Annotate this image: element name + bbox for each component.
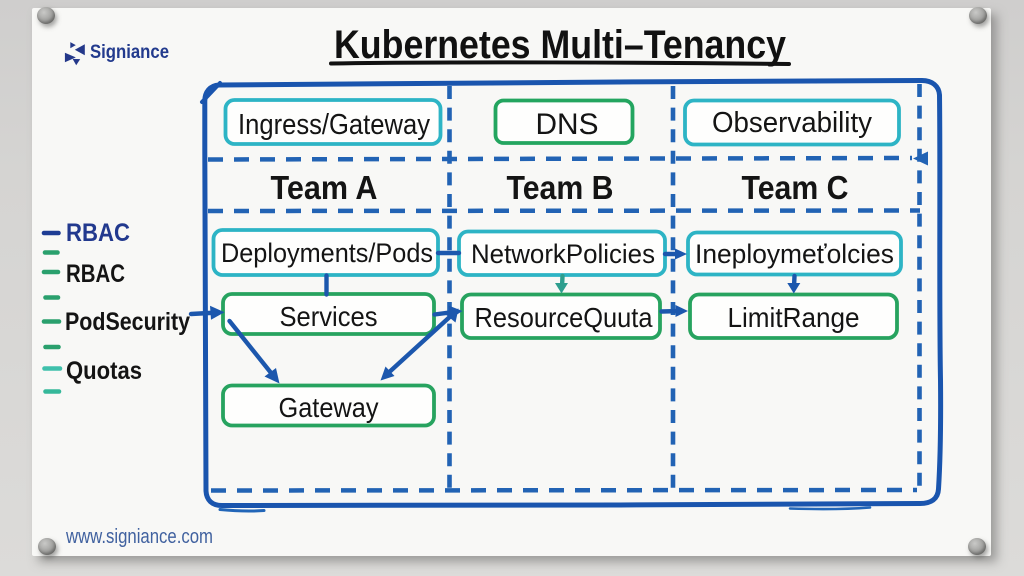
svg-text:Observability: Observability <box>712 107 872 139</box>
svg-text:NetworkPolicies: NetworkPolicies <box>471 239 655 269</box>
svg-text:Ingress/Gateway: Ingress/Gateway <box>238 109 430 141</box>
svg-text:Services: Services <box>280 301 378 332</box>
svg-text:Kubernetes Multi–Tenancy: Kubernetes Multi–Tenancy <box>334 23 787 67</box>
svg-text:Team B: Team B <box>507 169 614 206</box>
svg-text:Quotas: Quotas <box>66 357 142 385</box>
svg-text:Deployments/Pods: Deployments/Pods <box>221 238 433 268</box>
svg-text:Team C: Team C <box>742 169 849 206</box>
svg-text:www.signiance.com: www.signiance.com <box>65 526 213 548</box>
svg-text:DNS: DNS <box>536 108 599 141</box>
svg-text:Ineploymeťolcies: Ineploymeťolcies <box>695 239 894 269</box>
svg-text:Team A: Team A <box>271 169 378 206</box>
svg-text:LimitRange: LimitRange <box>728 302 860 333</box>
svg-text:Gateway: Gateway <box>279 392 379 423</box>
svg-text:PodSecurity: PodSecurity <box>65 308 190 336</box>
svg-text:RBAC: RBAC <box>66 260 125 288</box>
svg-text:RBAC: RBAC <box>66 219 130 247</box>
svg-text:Signiance: Signiance <box>90 42 169 63</box>
svg-text:ResourceQuuta: ResourceQuuta <box>475 302 653 333</box>
